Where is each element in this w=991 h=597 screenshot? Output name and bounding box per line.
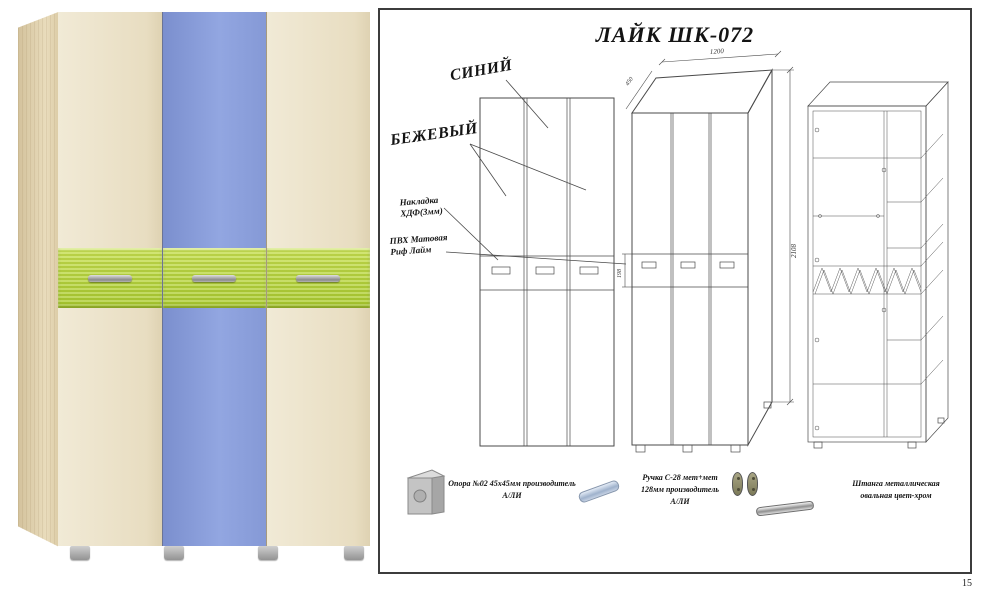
wardrobe-render [18, 6, 374, 562]
door-handle [192, 275, 236, 282]
legend-rod-line2: овальная цвет-хром [860, 491, 932, 500]
wardrobe-door-middle [162, 12, 266, 546]
door-handle [296, 275, 340, 282]
wardrobe-door-left [58, 12, 162, 546]
rod-bracket-icon [732, 472, 743, 496]
door-handle [88, 275, 132, 282]
dim-height: 2108 [790, 244, 798, 259]
handle-icon-bar [577, 479, 621, 504]
legend-foot-line1: Опора №02 45х45мм производитель [448, 479, 576, 488]
legend-rod-line1: Штанга металлическая [852, 479, 940, 488]
front-view [479, 97, 615, 447]
wardrobe-foot [70, 546, 90, 560]
legend-item-handle: Ручка С-28 мет+мет 128мм производитель А… [628, 472, 732, 508]
wardrobe-side-panel [18, 12, 58, 547]
leader-lines [443, 79, 627, 265]
hardware-legend: Опора №02 45х45мм производитель А/ЛИ Руч… [380, 460, 974, 560]
dim-depth: 450 [624, 76, 635, 87]
dim-band: 198 [617, 269, 623, 278]
wireframe-view [807, 81, 949, 449]
handle-icon [576, 468, 622, 518]
page-number: 15 [962, 578, 972, 589]
legend-handle-line3: А/ЛИ [670, 497, 690, 506]
wardrobe-foot [258, 546, 278, 560]
wardrobe-foot [164, 546, 184, 560]
legend-item-foot: Опора №02 45х45мм производитель А/ЛИ [448, 478, 576, 502]
rod-icon [755, 500, 815, 517]
spec-panel: ЛАЙК ШК-072 СИНИЙ БЕЖЕВЫЙ Накладка ХДФ(3… [378, 8, 972, 574]
wardrobe-front [58, 12, 370, 546]
legend-foot-line2: А/ЛИ [502, 491, 522, 500]
legend-item-rod: Штанга металлическая овальная цвет-хром [830, 478, 962, 502]
product-title: ЛАЙК ШК-072 [595, 22, 755, 47]
foot-icon [406, 469, 446, 515]
dim-width: 1200 [710, 47, 725, 56]
wardrobe-foot [344, 546, 364, 560]
rod-bracket-icon [747, 472, 758, 496]
dimension-view: 1200 450 2108 198 [617, 47, 798, 453]
legend-handle-line2: 128мм производитель [641, 485, 719, 494]
technical-drawing: 1200 450 2108 198 [443, 47, 949, 453]
legend-handle-line1: Ручка С-28 мет+мет [642, 473, 718, 482]
